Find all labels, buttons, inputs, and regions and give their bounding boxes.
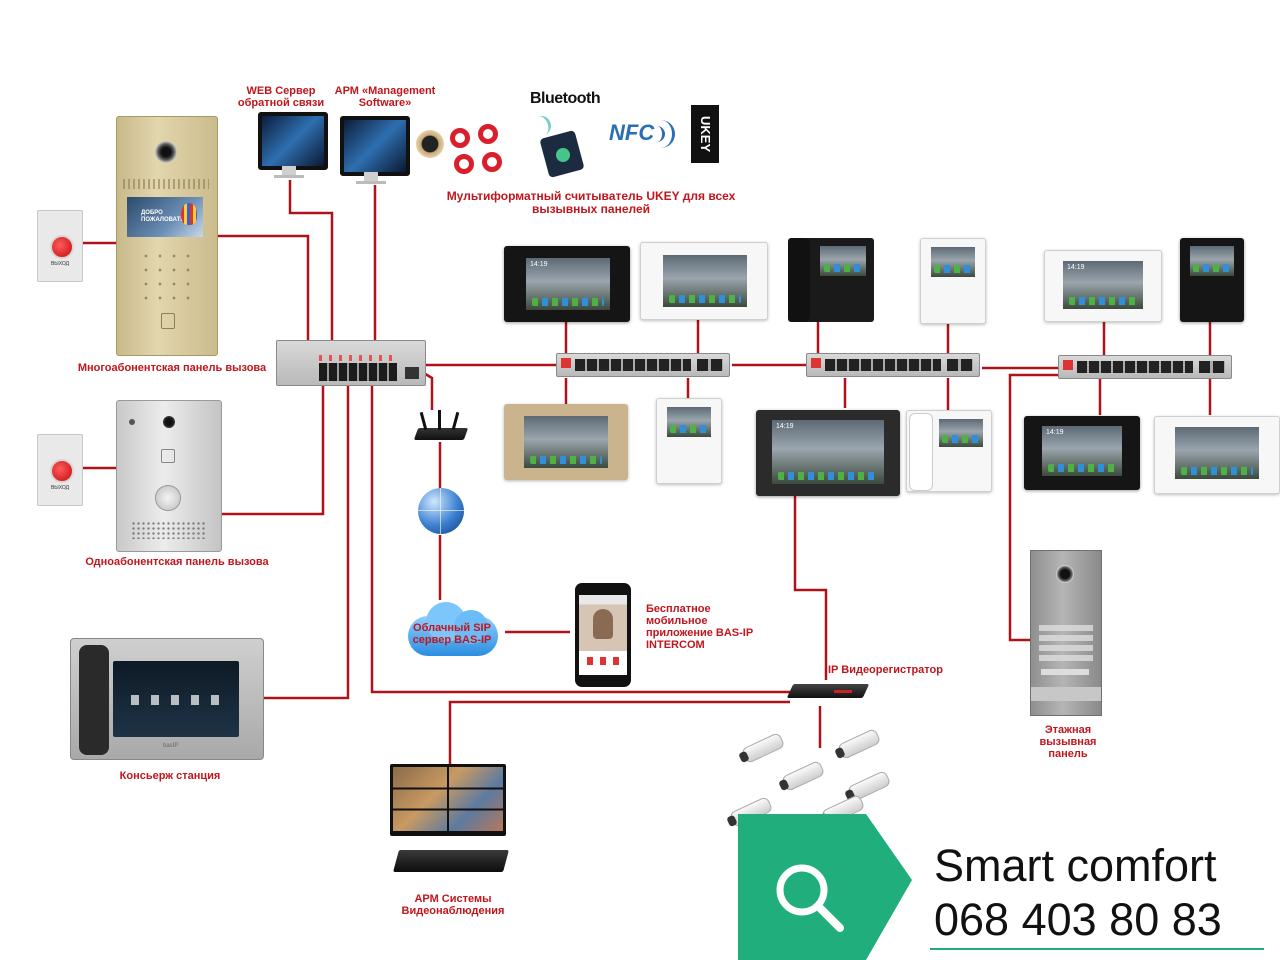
mobile-app-label: Бесплатное мобильное приложение BAS-IP I… [646,603,753,651]
card-reader-icon [161,449,175,463]
internet-globe-icon [418,488,464,534]
camera-lens-icon [1056,565,1074,583]
monitor-large-1: 14:19 [756,410,900,496]
watermark-phone[interactable]: 068 403 80 83 [934,894,1222,945]
ukey-reader-icon [416,130,444,158]
poe-switch-1 [556,353,730,377]
poe-switch-2 [806,353,980,377]
watermark-title: Smart comfort [934,840,1217,891]
single-subscriber-panel [116,400,222,552]
handset-icon [909,413,933,491]
router-icon [412,410,469,442]
camera-lens-icon [163,416,175,428]
keypad[interactable] [139,249,193,307]
web-server-computer [258,112,328,178]
floor-panel-label: Этажная вызывная панель [1039,724,1097,760]
exit-button-text: ВЫХОД [50,261,70,267]
handset-icon [79,645,109,755]
bluetooth-label: Bluetooth [530,90,601,107]
call-buttons[interactable] [1039,625,1093,661]
search-icon [776,864,844,932]
main-network-switch [276,340,426,386]
rfid-keyfobs-icon [450,124,520,176]
poe-switch-3 [1058,355,1232,379]
monitor-time: 14:19 [1046,429,1064,436]
monitor-black-2: 14:19 [1024,416,1140,490]
arm-cctv-label: АРМ Системы Видеонаблюдения [401,893,505,917]
exit-button-red-icon [50,235,74,259]
monitor-time: 14:19 [776,423,794,430]
monitor-white-small-1 [920,238,986,324]
monitor-white-1 [640,242,768,320]
cctv-recorder [392,846,512,882]
multi-panel-label: Многоабонентская панель вызова [77,362,267,374]
monitor-time: 14:19 [1067,264,1085,271]
ip-nvr [786,680,870,704]
ukey-logo: UKEY [691,105,719,163]
nfc-waves-icon [654,118,676,150]
monitor-white-small-2 [656,398,722,484]
arm-management-computer [340,116,410,188]
single-panel-label: Одноабонентская панель вызова [85,556,269,568]
call-button[interactable] [155,485,181,511]
web-server-label: WEB Сервер обратной связи [237,85,325,109]
monitor-handset-1 [788,238,874,322]
exit-button-text: ВЫХОД [50,485,70,491]
monitor-gold-1 [504,404,628,480]
cloud-sip-label: Облачный SIP сервер BAS-IP [412,622,492,646]
ukey-reader-label: Мультиформатный считыватель UKEY для все… [446,189,736,216]
concierge-station: basIP [70,638,264,760]
concierge-label: Консьерж станция [119,770,221,782]
card-reader-icon [161,313,175,329]
smartphone-bluetooth-icon [527,113,594,178]
multi-subscriber-panel: ДОБРО ПОЖАЛОВАТЬ [116,116,218,356]
panel-display: ДОБРО ПОЖАЛОВАТЬ [127,197,203,237]
floor-call-panel [1030,550,1102,716]
arm-management-label: АРМ «Management Software» [334,85,436,109]
monitor-handset-2 [906,410,992,492]
smart-comfort-watermark: Smart comfort 068 403 80 83 [738,814,1280,960]
mobile-phone [575,583,631,687]
handset-icon [788,238,810,322]
exit-button-1[interactable]: ВЫХОД [37,210,83,282]
concierge-screen [113,661,239,737]
watermark-underline [930,948,1264,950]
monitor-black-1: 14:19 [504,246,630,322]
monitor-white-2: 14:19 [1044,250,1162,322]
exit-button-red-icon [50,459,74,483]
speaker-grille [131,521,207,539]
camera-lens-icon [155,141,177,163]
nfc-label: NFC [609,120,655,145]
nvr-label: IP Видеорегистратор [828,664,943,676]
monitor-white-3 [1154,416,1280,494]
panel-display-text: ДОБРО ПОЖАЛОВАТЬ [141,210,185,223]
cctv-monitor [390,764,506,836]
cloud-sip-server: Облачный SIP сервер BAS-IP [398,598,506,660]
brand-logo: basIP [163,743,179,749]
exit-button-2[interactable]: ВЫХОД [37,434,83,506]
monitor-black-small-1 [1180,238,1244,322]
monitor-time: 14:19 [530,261,548,268]
